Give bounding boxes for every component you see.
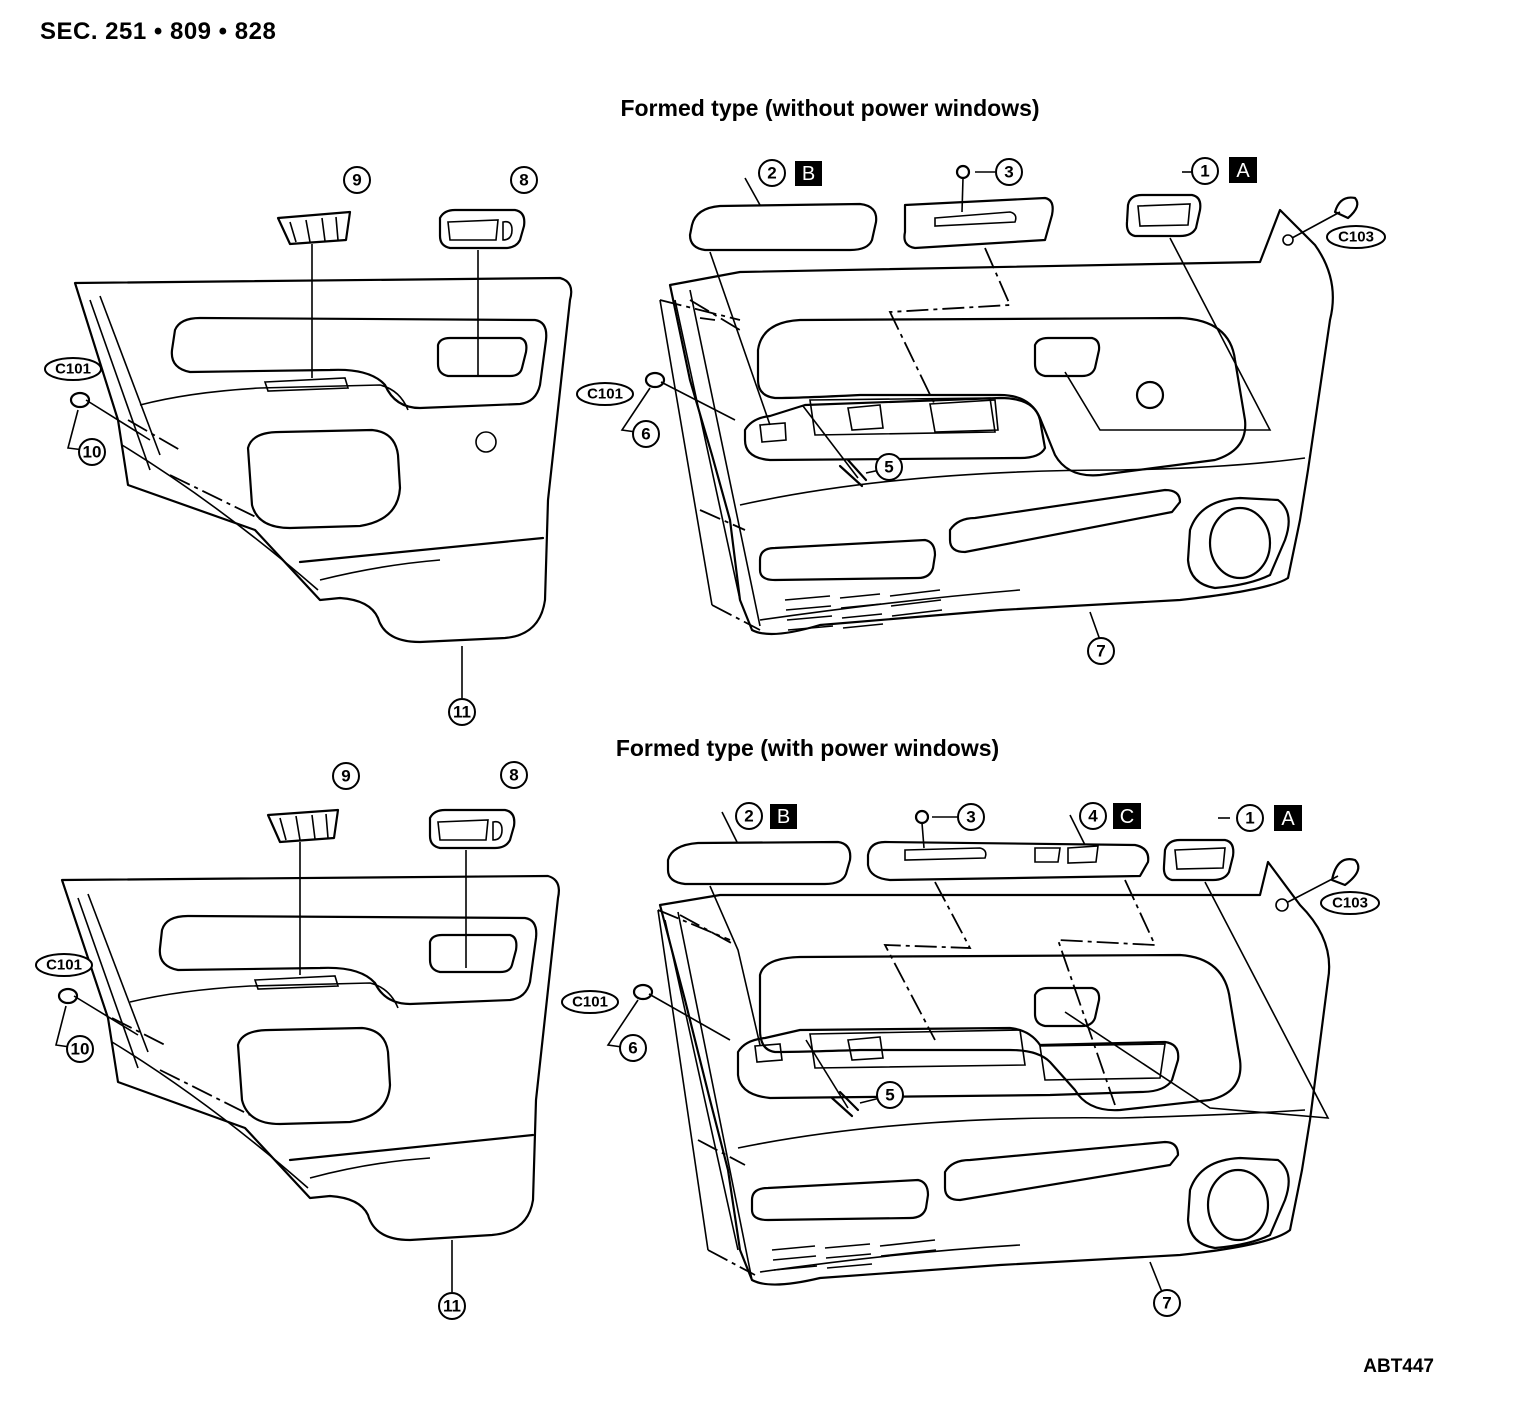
svg-text:C: C (1120, 806, 1134, 828)
callout-11-lower: 11 (438, 1292, 466, 1320)
code-c101-upper-right: C101 (576, 382, 634, 406)
speaker-grille-upper (784, 589, 943, 631)
callout-3-lower: 3 (957, 803, 985, 831)
svg-text:3: 3 (966, 808, 975, 827)
callout-6-upper: 6 (632, 420, 660, 448)
svg-text:C101: C101 (55, 361, 91, 378)
figure-id: ABT447 (1363, 1356, 1434, 1377)
part-3-pull-handle-upper (888, 164, 1054, 406)
callout-7-lower: 7 (1153, 1289, 1181, 1317)
code-c101-lower-right: C101 (561, 990, 619, 1014)
svg-text:7: 7 (1096, 642, 1105, 661)
svg-text:1: 1 (1200, 162, 1209, 181)
letter-box-a-lower: A (1274, 805, 1302, 831)
callout-10-lower: 10 (66, 1035, 94, 1063)
code-c103-upper: C103 (1326, 225, 1386, 249)
callout-8-lower: 8 (500, 761, 528, 789)
callout-9-lower: 9 (332, 762, 360, 790)
section-reference: SEC. 251 • 809 • 828 (40, 18, 277, 45)
letter-box-c-lower: C (1113, 803, 1141, 829)
svg-text:11: 11 (443, 1297, 461, 1316)
svg-text:10: 10 (71, 1040, 90, 1059)
callout-5-upper: 5 (875, 453, 903, 481)
svg-text:7: 7 (1162, 1294, 1171, 1313)
code-c101-lower-left: C101 (35, 953, 93, 977)
svg-text:9: 9 (341, 767, 350, 786)
callout-6-lower: 6 (619, 1034, 647, 1062)
rear-door-trim-upper (73, 276, 573, 644)
svg-text:B: B (777, 806, 790, 828)
part-2-armrest-upper (688, 177, 878, 426)
callout-8-upper: 8 (510, 166, 538, 194)
svg-text:8: 8 (519, 171, 528, 190)
leader-7-upper (1089, 611, 1101, 641)
svg-text:6: 6 (628, 1039, 637, 1058)
code-c101-upper-left: C101 (44, 357, 102, 381)
callout-4-lower: 4 (1079, 802, 1107, 830)
clip-10-lower (55, 987, 139, 1048)
part-8-escutcheon-lower (428, 808, 516, 968)
part-2-armrest-lower (666, 811, 852, 1046)
part-3-4-switch-panel-lower (866, 809, 1157, 1106)
callout-2-lower: 2 (735, 802, 763, 830)
clip-6-lower (606, 983, 731, 1048)
part-1-escutcheon-lower (1064, 817, 1330, 1119)
svg-text:C101: C101 (587, 386, 623, 403)
svg-text:3: 3 (1004, 163, 1013, 182)
svg-text:C101: C101 (46, 957, 82, 974)
svg-text:5: 5 (884, 458, 893, 477)
svg-text:B: B (802, 163, 815, 185)
svg-text:C103: C103 (1332, 895, 1368, 912)
front-door-trim-upper (659, 208, 1334, 636)
code-c103-lower: C103 (1320, 891, 1380, 915)
view-title-without-power-windows: Formed type (without power windows) (620, 95, 1040, 121)
svg-text:2: 2 (744, 807, 753, 826)
callout-11-upper: 11 (448, 698, 476, 726)
svg-text:A: A (1236, 160, 1250, 182)
svg-text:C103: C103 (1338, 229, 1374, 246)
clip-6-upper (620, 371, 736, 433)
callout-1-lower: 1 (1236, 804, 1264, 832)
callout-5-lower: 5 (876, 1081, 904, 1109)
svg-text:8: 8 (509, 766, 518, 785)
svg-text:6: 6 (641, 425, 650, 444)
clip-c103-lower (1275, 858, 1360, 912)
svg-text:C101: C101 (572, 994, 608, 1011)
callout-7-upper: 7 (1087, 637, 1115, 665)
part-1-escutcheon-upper (1064, 171, 1272, 431)
screw-5-upper (802, 405, 881, 488)
rear-door-trim-lower (60, 874, 560, 1242)
part-8-escutcheon-upper (438, 208, 526, 375)
speaker-grille-lower (771, 1239, 937, 1271)
svg-text:2: 2 (767, 164, 776, 183)
svg-text:9: 9 (352, 171, 361, 190)
svg-text:10: 10 (83, 443, 102, 462)
svg-text:1: 1 (1245, 809, 1254, 828)
part-9-handle-cover-upper (276, 210, 352, 378)
front-door-trim-lower (657, 860, 1331, 1286)
svg-text:A: A (1281, 808, 1295, 830)
letter-box-a-upper: A (1229, 157, 1257, 183)
clip-c103-upper (1282, 196, 1359, 246)
callout-3-upper: 3 (995, 158, 1023, 186)
letter-box-b-lower: B (770, 804, 797, 829)
svg-text:11: 11 (453, 703, 471, 722)
svg-text:5: 5 (885, 1086, 894, 1105)
clip-10-upper (66, 391, 151, 451)
letter-box-b-upper: B (795, 161, 822, 186)
callout-9-upper: 9 (343, 166, 371, 194)
callout-2-upper: 2 (758, 159, 786, 187)
callout-1-upper: 1 (1191, 157, 1219, 185)
part-9-handle-cover-lower (266, 808, 340, 975)
leader-7-lower (1149, 1261, 1163, 1293)
callout-10-upper: 10 (78, 438, 106, 466)
view-title-with-power-windows: Formed type (with power windows) (615, 735, 1000, 761)
svg-text:4: 4 (1088, 807, 1098, 826)
